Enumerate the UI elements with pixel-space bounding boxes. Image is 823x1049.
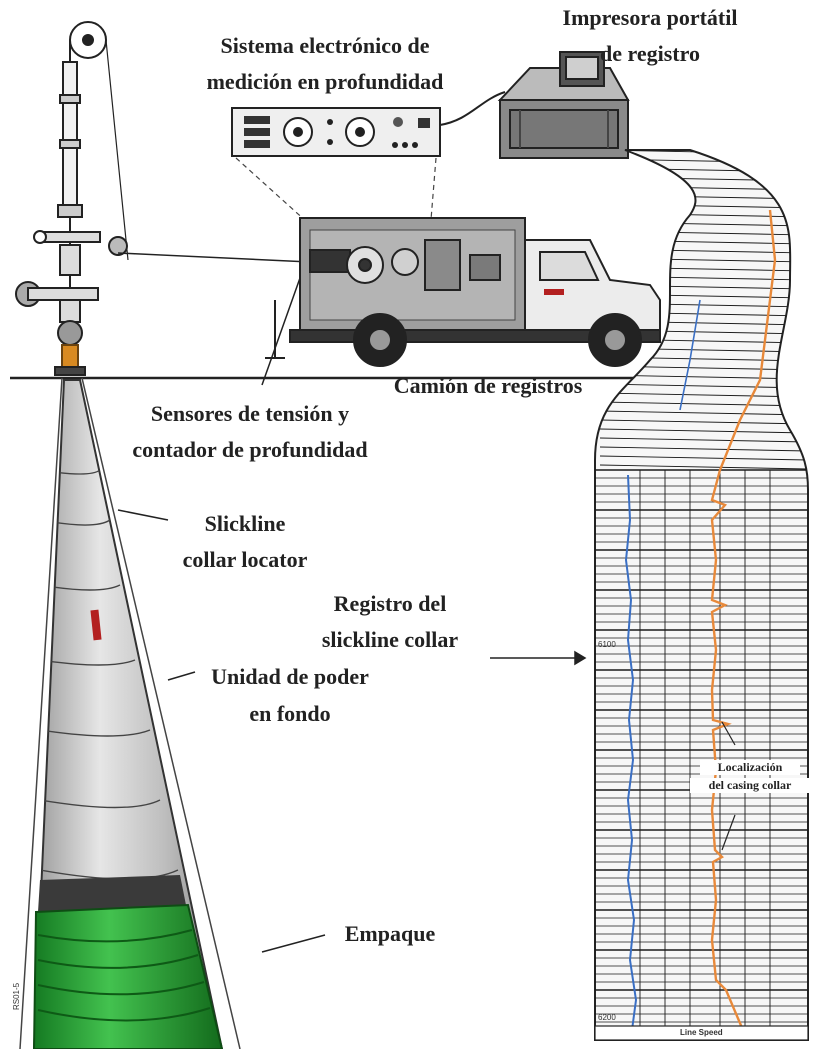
figure-id: RS01-5	[12, 982, 21, 1010]
system-label-line2: medición en profundidad	[206, 69, 444, 94]
power-leader	[167, 671, 196, 681]
system-label-line1: Sistema electrónico de	[220, 33, 430, 58]
log-footer-text: Line Speed	[680, 1028, 723, 1037]
log-trace-left-upper	[679, 299, 701, 411]
log-trace-right	[710, 209, 777, 1036]
packer-leader	[261, 934, 326, 953]
casing-label-line2: del casing collar	[690, 778, 810, 793]
log-grid-upper-line	[599, 419, 808, 425]
log-grid-upper-line	[599, 401, 808, 407]
printer-label-line1: Impresora portátil	[562, 5, 738, 30]
log-label-line1: Registro del	[333, 591, 447, 616]
logging-truck	[265, 217, 661, 367]
power-label-line2: en fondo	[249, 701, 331, 726]
log-grid-upper-line	[599, 455, 808, 461]
wellhead	[15, 21, 129, 376]
printer-label-line2: de registro	[600, 41, 700, 66]
log-grid-upper-line	[599, 410, 808, 416]
locator-leader	[117, 509, 169, 521]
wire-line	[117, 252, 311, 263]
locator-label-line2: collar locator	[182, 547, 308, 572]
log-footer-box	[594, 1025, 809, 1041]
log-arrowhead	[574, 650, 587, 666]
log-trace-left	[624, 474, 638, 1031]
log-grid-upper-line	[599, 428, 808, 434]
log-grid-upper-line	[599, 437, 808, 443]
printer-cable	[439, 91, 506, 126]
log-grid-upper-line	[599, 383, 808, 389]
log-label-line2: slickline collar	[321, 627, 459, 652]
log-grid-upper-line	[599, 392, 808, 398]
callout-lines	[117, 277, 587, 953]
depth-6200: 6200	[598, 1013, 616, 1022]
log-grid-upper-line	[599, 446, 808, 452]
packer-label: Empaque	[344, 921, 436, 946]
portable-printer	[497, 51, 630, 159]
power-label-line1: Unidad de poder	[211, 664, 369, 689]
locator-label-line1: Slickline	[204, 511, 286, 536]
downhole-tubing	[19, 377, 241, 1049]
depth-6100: 6100	[598, 640, 616, 649]
casing-arrow-down	[721, 814, 736, 851]
casing-arrow-up	[721, 721, 736, 746]
truck-label: Camión de registros	[393, 373, 583, 398]
electronic-panel	[231, 107, 441, 157]
sensors-leader	[261, 277, 301, 386]
sensors-label-line2: contador de profundidad	[132, 437, 368, 462]
log-grid-upper-line	[599, 464, 808, 470]
sensors-label-line1: Sensores de tensión y	[150, 401, 350, 426]
casing-label-line1: Localización	[700, 760, 800, 775]
